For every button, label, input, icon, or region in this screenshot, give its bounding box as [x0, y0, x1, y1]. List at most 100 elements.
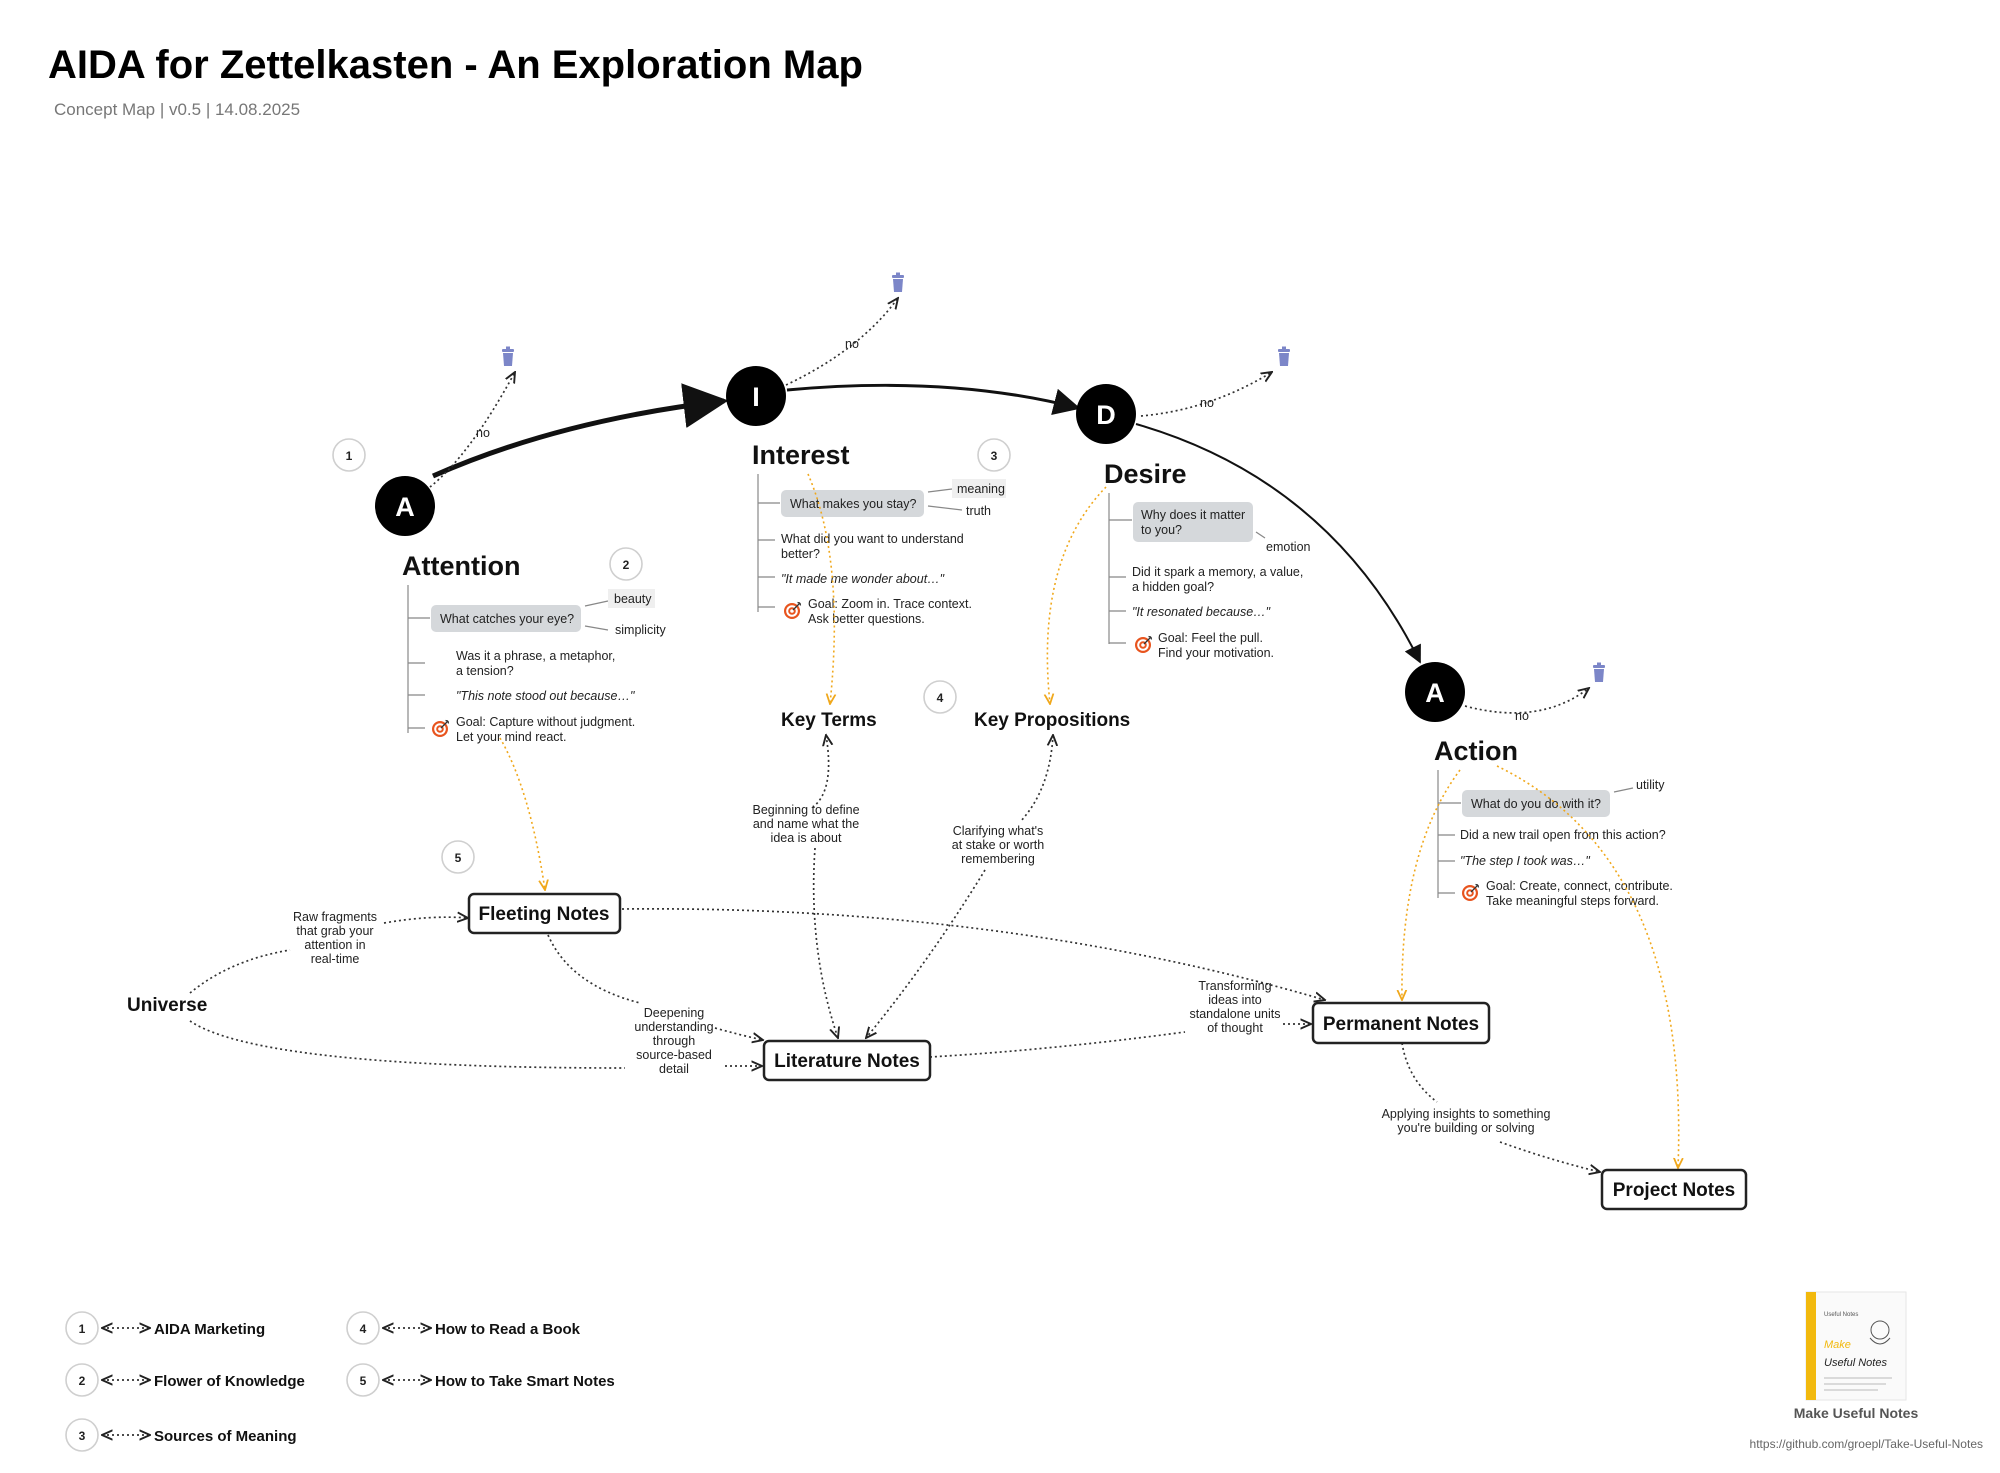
reference-5[interactable]: 5 How to Take Smart Notes: [346, 1363, 615, 1397]
no-branch-action: [1464, 688, 1589, 714]
attention-keyword-lines: [584, 600, 609, 631]
orange-link-desire-keypropositions: [1047, 486, 1107, 704]
badge-1: 1: [332, 438, 366, 472]
permanent-notes-node[interactable]: Permanent Notes: [1311, 1001, 1491, 1045]
desire-highlight-box: [1133, 502, 1253, 542]
orange-link-action-permanent: [1402, 769, 1461, 1000]
attention-highlight-box: [431, 605, 581, 632]
svg-text:Literature Notes: Literature Notes: [774, 1051, 920, 1072]
edge-universe-fleeting-b: [383, 917, 468, 924]
desire-tree-lines: [1108, 493, 1132, 644]
svg-text:1: 1: [346, 449, 353, 463]
target-icon: [783, 601, 802, 620]
edge-keypropositions-literature-a: [1019, 735, 1053, 823]
attention-goal-line2: Let your mind react.: [456, 730, 566, 744]
universe-node[interactable]: Universe: [127, 995, 207, 1016]
svg-text:that grab your: that grab your: [296, 924, 373, 938]
no-branch-attention: [429, 372, 515, 488]
book-title-line1: Make: [1824, 1339, 1851, 1351]
trash-icon: [1593, 662, 1605, 682]
stage-action-node[interactable]: A: [1405, 662, 1465, 722]
desire-keyword-line: [1255, 531, 1266, 539]
key-terms-node[interactable]: Key Terms: [781, 710, 877, 731]
action-prompt: "The step I took was…": [1460, 854, 1590, 868]
edge-label-clarifying: Clarifying what's at stake or worth reme…: [952, 824, 1044, 866]
svg-text:attention in: attention in: [304, 938, 365, 952]
svg-text:Raw fragments: Raw fragments: [293, 910, 377, 924]
footer-caption: Make Useful Notes: [1794, 1405, 1919, 1421]
stage-attention-node[interactable]: A: [375, 476, 435, 536]
book-cover-logo[interactable]: Useful Notes Make Useful Notes: [1805, 1291, 1907, 1401]
edge-literature-permanent-a: [929, 1031, 1186, 1058]
interest-question-line2: better?: [781, 547, 820, 561]
page-subtitle: Concept Map | v0.5 | 14.08.2025: [54, 100, 300, 119]
stage-action-title: Action: [1434, 736, 1518, 766]
stage-attention-title: Attention: [402, 551, 520, 581]
svg-text:5: 5: [360, 1374, 367, 1388]
interest-question-line1: What did you want to understand: [781, 532, 964, 546]
interest-keyword-meaning-box: [952, 479, 1006, 498]
reference-3[interactable]: 3 Sources of Meaning: [65, 1418, 297, 1452]
footer-url-link[interactable]: https://github.com/groepl/Take-Useful-No…: [1750, 1437, 1983, 1451]
svg-text:through: through: [653, 1034, 695, 1048]
desire-question-line2: a hidden goal?: [1132, 580, 1214, 594]
interest-keyword-truth: truth: [966, 504, 991, 518]
svg-text:I: I: [752, 382, 760, 412]
no-label-attention: no: [476, 426, 490, 440]
target-icon: [431, 719, 450, 738]
svg-text:D: D: [1096, 400, 1116, 430]
page-title: AIDA for Zettelkasten - An Exploration M…: [48, 43, 863, 87]
svg-text:4: 4: [360, 1322, 367, 1336]
desire-goal-line1: Goal: Feel the pull.: [1158, 631, 1263, 645]
svg-text:ideas into: ideas into: [1208, 993, 1262, 1007]
reference-1[interactable]: 1 AIDA Marketing: [65, 1311, 265, 1345]
edge-keyterms-literature-b: [812, 847, 838, 1038]
no-label-action: no: [1515, 709, 1529, 723]
svg-text:Fleeting Notes: Fleeting Notes: [479, 904, 610, 925]
svg-text:remembering: remembering: [961, 852, 1035, 866]
interest-prompt: "It made me wonder about…": [781, 572, 945, 586]
no-branch-interest: [785, 298, 898, 386]
action-highlight-box: [1462, 790, 1610, 817]
desire-prompt: "It resonated because…": [1132, 605, 1271, 619]
attention-keyword-simplicity: simplicity: [615, 623, 666, 637]
key-propositions-node[interactable]: Key Propositions: [974, 710, 1130, 731]
svg-text:3: 3: [79, 1429, 86, 1443]
trash-icon: [502, 346, 514, 366]
reference-2[interactable]: 2 Flower of Knowledge: [65, 1363, 305, 1397]
svg-text:Clarifying what's: Clarifying what's: [953, 824, 1044, 838]
attention-goal-line1: Goal: Capture without judgment.: [456, 715, 635, 729]
svg-text:of thought: of thought: [1207, 1021, 1263, 1035]
edge-keypropositions-literature-b: [866, 869, 986, 1038]
action-tree-lines: [1437, 770, 1461, 898]
trash-icon: [1278, 346, 1290, 366]
action-goal-line1: Goal: Create, connect, contribute.: [1486, 879, 1673, 893]
attention-question-line1: Was it a phrase, a metaphor,: [456, 649, 615, 663]
edge-label-define-terms: Beginning to define and name what the id…: [752, 803, 859, 845]
edge-permanent-project-b: [1499, 1141, 1600, 1172]
attention-question-line2: a tension?: [456, 664, 514, 678]
orange-link-attention-fleeting: [499, 737, 545, 890]
edge-label-transforming: Transforming ideas into standalone units…: [1189, 979, 1280, 1035]
desire-question-line1: Did it spark a memory, a value,: [1132, 565, 1303, 579]
action-question-line1: Did a new trail open from this action?: [1460, 828, 1666, 842]
svg-text:Applying insights to something: Applying insights to something: [1382, 1107, 1551, 1121]
literature-notes-node[interactable]: Literature Notes: [762, 1039, 932, 1082]
trash-icon: [892, 272, 904, 292]
svg-text:2: 2: [79, 1374, 86, 1388]
project-notes-node[interactable]: Project Notes: [1600, 1168, 1748, 1211]
reference-4[interactable]: 4 How to Read a Book: [346, 1311, 581, 1345]
interest-highlight-box: [781, 490, 924, 517]
interest-goal-line1: Goal: Zoom in. Trace context.: [808, 597, 972, 611]
badge-3: 3: [977, 438, 1011, 472]
svg-text:Sources of Meaning: Sources of Meaning: [154, 1428, 297, 1445]
edge-keyterms-literature-a: [812, 735, 829, 808]
fleeting-notes-node[interactable]: Fleeting Notes: [467, 892, 622, 935]
attention-keyword-beauty: beauty: [614, 592, 652, 606]
edge-permanent-project-a: [1401, 1042, 1438, 1103]
svg-text:A: A: [1425, 678, 1445, 708]
badge-5: 5: [441, 840, 475, 874]
attention-keyword-beauty-box: [608, 589, 655, 608]
stage-interest-node[interactable]: I: [726, 366, 786, 426]
stage-desire-node[interactable]: D: [1076, 384, 1136, 444]
